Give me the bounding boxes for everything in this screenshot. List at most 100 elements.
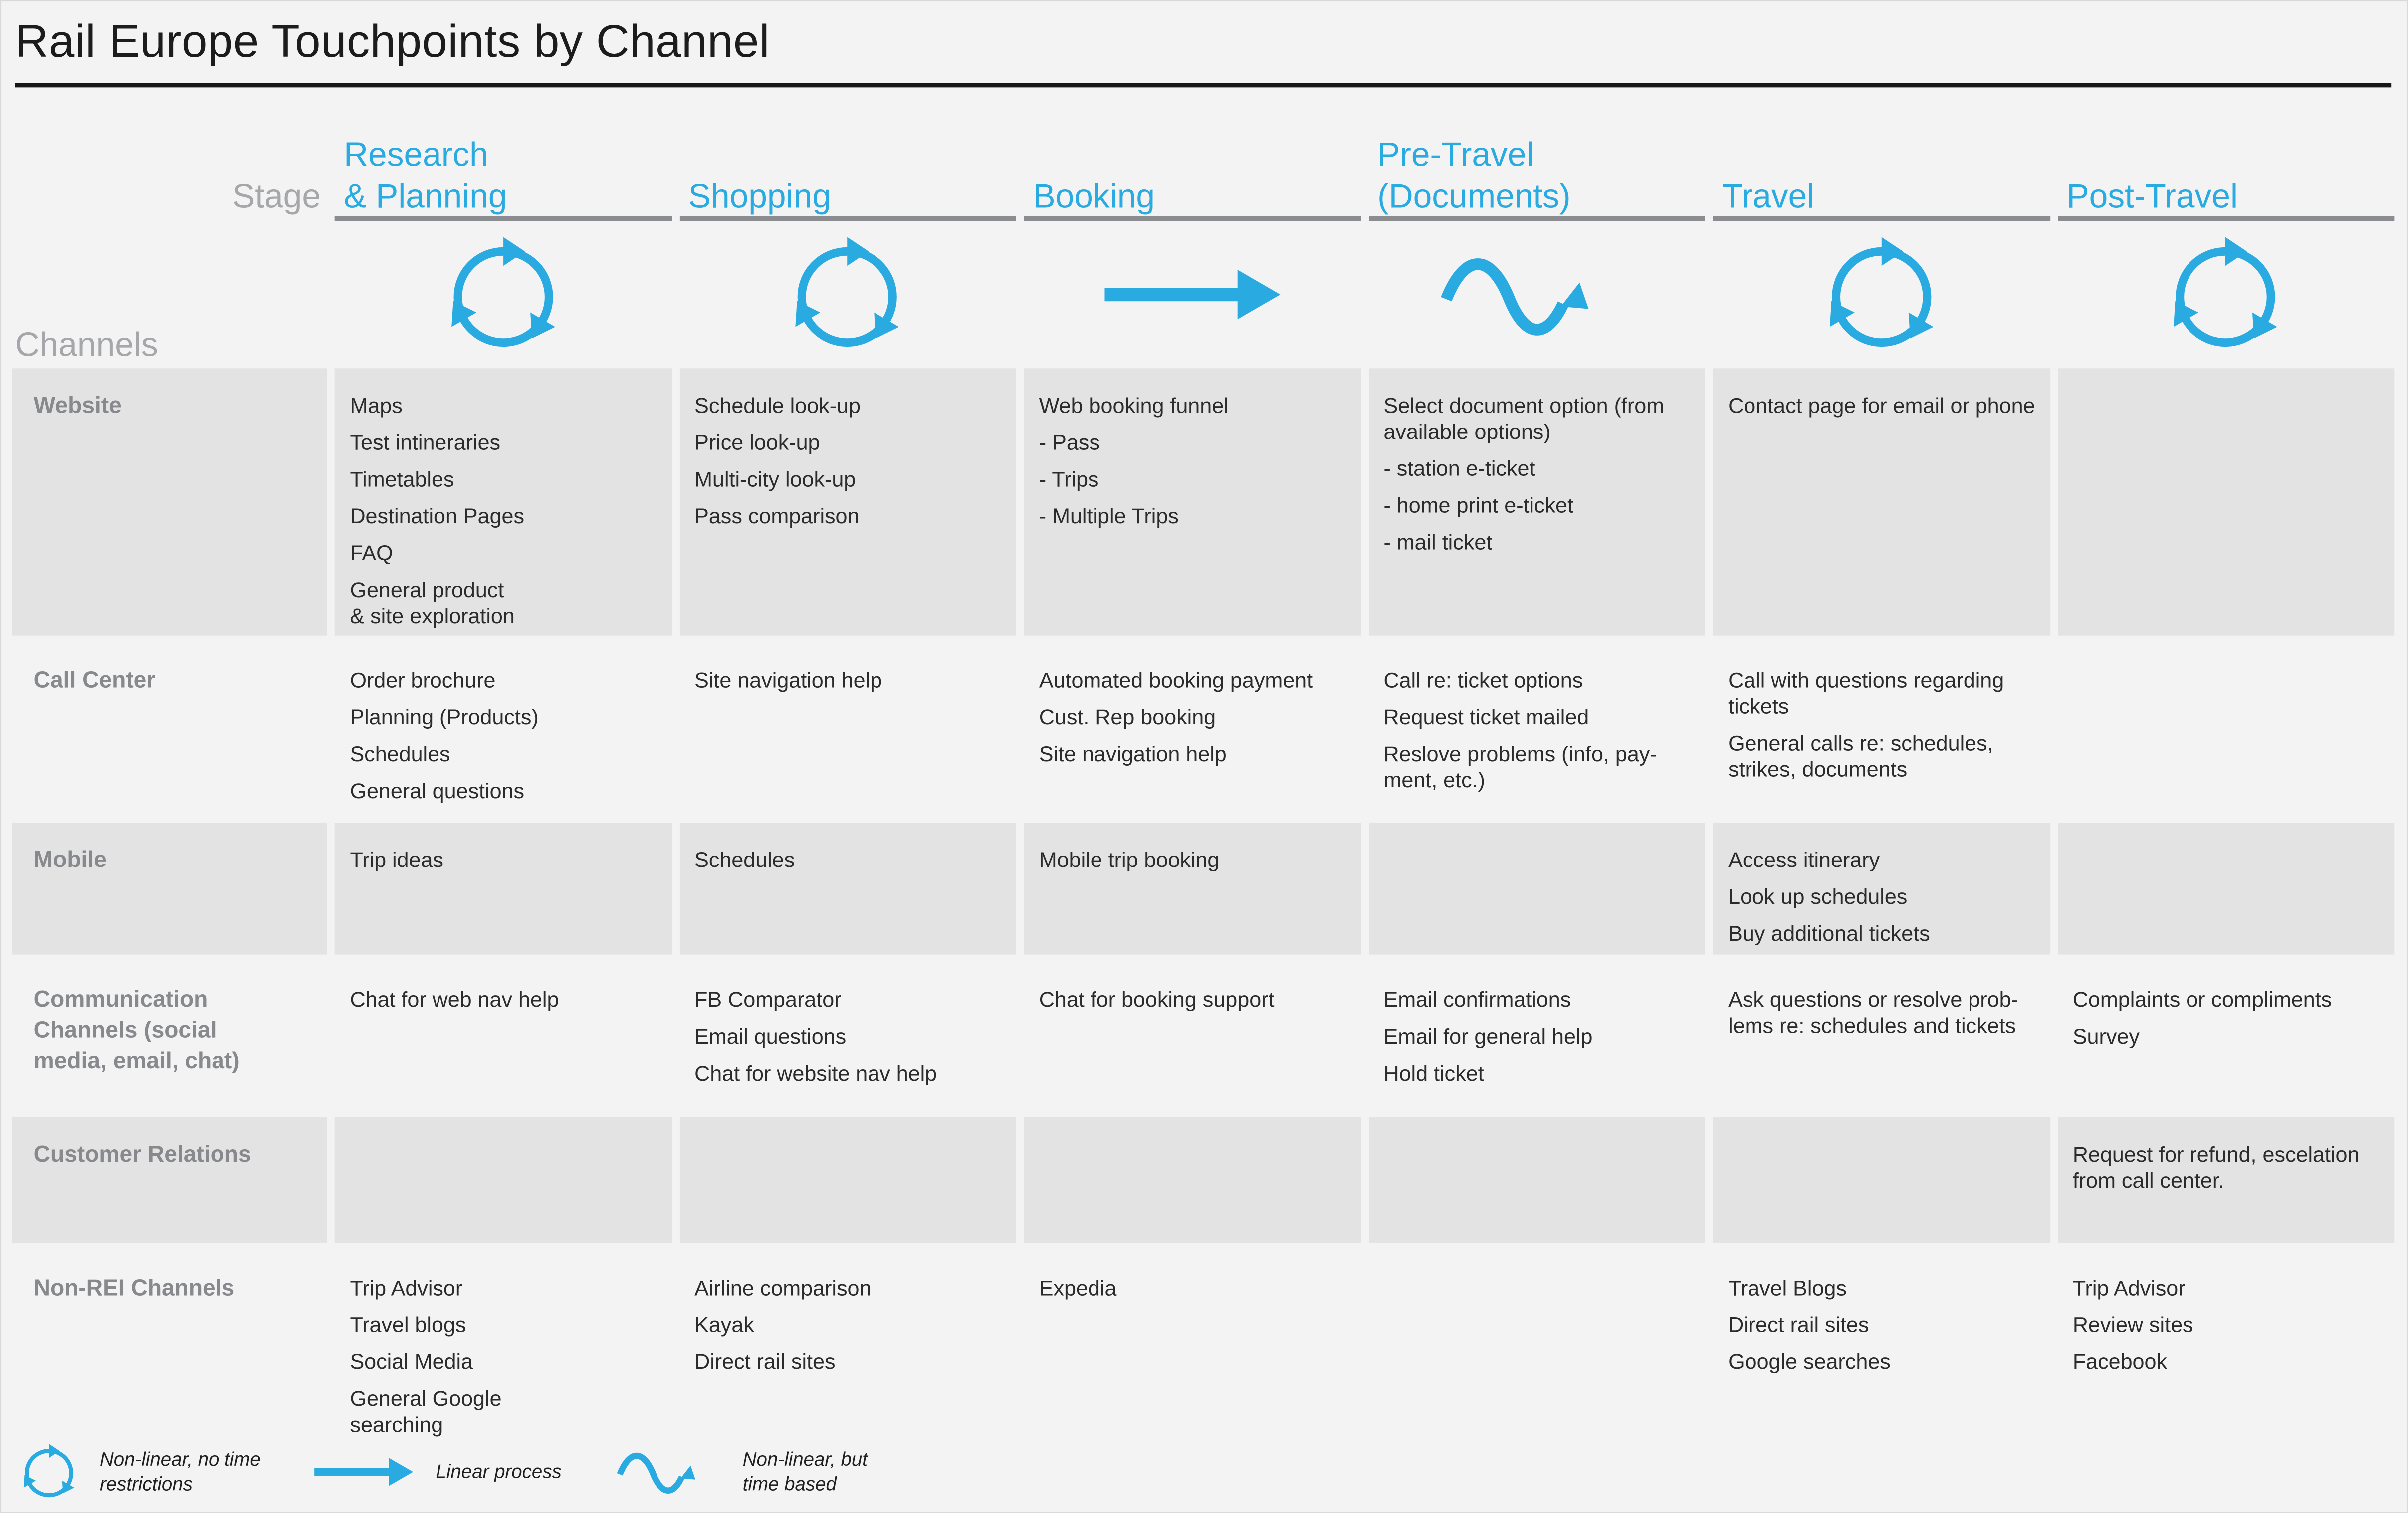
cell-customer-relations-stage-3 (1024, 1117, 1361, 1243)
cycle-arrows-icon (1829, 237, 1933, 347)
cell-mobile-stage-2: Schedules (679, 823, 1016, 955)
touchpoint-line: Price look-up (694, 430, 820, 454)
touchpoint-item: Review sites (2073, 1312, 2382, 1338)
row-label-website: Website (12, 368, 327, 636)
row-label-line: Channels (social (33, 1017, 217, 1044)
touchpoint-line: Schedules (694, 847, 795, 872)
touchpoint-line: Direct rail sites (694, 1349, 836, 1374)
row-label-line: Communication (33, 987, 208, 1013)
cell-communication-channels-social-media-email-chat-stage-3: Chat for booking support (1024, 962, 1360, 1109)
title-divider (15, 83, 2392, 88)
touchpoint-line: Expedia (1039, 1275, 1117, 1300)
touchpoint-line: - home print e-ticket (1383, 492, 1574, 517)
touchpoint-line: - Trips (1039, 466, 1099, 491)
touchpoint-line: Airline comparison (694, 1275, 872, 1300)
touchpoint-line: General questions (350, 778, 525, 803)
touchpoint-line: ment, etc.) (1383, 767, 1485, 792)
touchpoint-line: Call with questions regarding (1728, 667, 2004, 692)
touchpoint-item: Direct rail sites (694, 1349, 1004, 1375)
touchpoint-line: Reslove problems (info, pay- (1383, 741, 1657, 766)
touchpoint-line: Trip ideas (350, 847, 443, 872)
legend-label-line: Non-linear, but (742, 1449, 868, 1471)
cell-customer-relations-stage-4 (1368, 1117, 1705, 1243)
stage-label-line: Pre-Travel (1377, 135, 1534, 174)
touchpoint-line: Email confirmations (1383, 987, 1571, 1012)
cell-customer-relations-stage-2 (679, 1117, 1016, 1243)
stage-underline (2057, 216, 2395, 221)
touchpoint-line: Google searches (1728, 1349, 1891, 1374)
cell-mobile-stage-6 (2057, 823, 2395, 955)
stage-flow-icon-zone (1368, 230, 1705, 359)
touchpoint-line: Travel blogs (350, 1312, 466, 1337)
touchpoint-item: Schedule look-up (694, 393, 1004, 419)
touchpoint-item: Google searches (1728, 1349, 2037, 1375)
row-label-line: Website (33, 393, 122, 419)
cell-customer-relations-stage-1 (334, 1117, 671, 1243)
stage-label-line: Shopping (688, 176, 831, 215)
cell-mobile-stage-1: Trip ideas (334, 823, 671, 955)
touchpoint-item: Airline comparison (694, 1276, 1004, 1301)
stage-column-research-planning: Research& Planning (334, 0, 671, 368)
touchpoint-line: Web booking funnel (1039, 393, 1229, 418)
touchpoint-line: available options) (1383, 419, 1551, 444)
cell-communication-channels-social-media-email-chat-stage-1: Chat for web nav help (335, 962, 671, 1109)
stage-column-shopping: Shopping (679, 0, 1016, 368)
touchpoint-line: General product (350, 577, 504, 602)
legend-label-line: restrictions (99, 1473, 193, 1495)
touchpoint-item: Planning (Products) (350, 704, 659, 730)
touchpoint-item: Email questions (694, 1024, 1004, 1050)
touchpoint-line: Look up schedules (1728, 884, 1908, 909)
touchpoint-item: Survey (2073, 1024, 2382, 1050)
touchpoint-line: Multi-city look-up (694, 466, 856, 491)
stage-label-line: Travel (1722, 176, 1815, 215)
stage-underline (1713, 216, 2050, 221)
legend-label-line: time based (742, 1473, 837, 1495)
touchpoint-line: Email for general help (1383, 1024, 1593, 1049)
touchpoint-item: Chat for website nav help (694, 1061, 1004, 1086)
touchpoint-item: Travel Blogs (1728, 1276, 2037, 1301)
touchpoint-item: - home print e-ticket (1383, 493, 1693, 519)
stage-label: Shopping (688, 175, 1016, 216)
touchpoint-line: Call re: ticket options (1383, 667, 1583, 692)
touchpoint-item: Buy additional tickets (1728, 921, 2037, 947)
cell-call-center-stage-2: Site navigation help (679, 643, 1016, 815)
legend-item: Linear process (313, 1452, 562, 1492)
touchpoint-item: - Pass (1039, 430, 1348, 455)
touchpoint-line: Survey (2072, 1024, 2140, 1049)
touchpoint-item: General product& site exploration (350, 577, 659, 630)
stage-flow-icon-zone (1024, 230, 1360, 359)
touchpoint-line: FAQ (350, 540, 393, 565)
touchpoint-item: Email for general help (1383, 1024, 1693, 1050)
stage-label: Booking (1033, 175, 1360, 216)
stage-label: Travel (1722, 175, 2050, 216)
touchpoint-line: Travel Blogs (1728, 1275, 1847, 1300)
touchpoint-line: Ask questions or resolve prob- (1728, 987, 2018, 1012)
touchpoint-line: Trip Advisor (350, 1275, 463, 1300)
stage-label: Post-Travel (2067, 175, 2395, 216)
touchpoint-line: strikes, documents (1728, 756, 1908, 781)
straight-arrow-icon (1104, 270, 1280, 320)
touchpoint-item: Destination Pages (350, 503, 659, 529)
touchpoint-line: Timetables (350, 466, 454, 491)
touchpoint-item: Look up schedules (1728, 884, 2037, 910)
touchpoint-item: Access itinerary (1728, 847, 2037, 873)
cell-website-stage-5: Contact page for email or phone (1713, 368, 2050, 636)
touchpoint-item: Chat for booking support (1039, 987, 1348, 1013)
touchpoint-line: Complaints or compliments (2072, 987, 2332, 1012)
row-label-line: Non-REI Channels (33, 1275, 235, 1301)
